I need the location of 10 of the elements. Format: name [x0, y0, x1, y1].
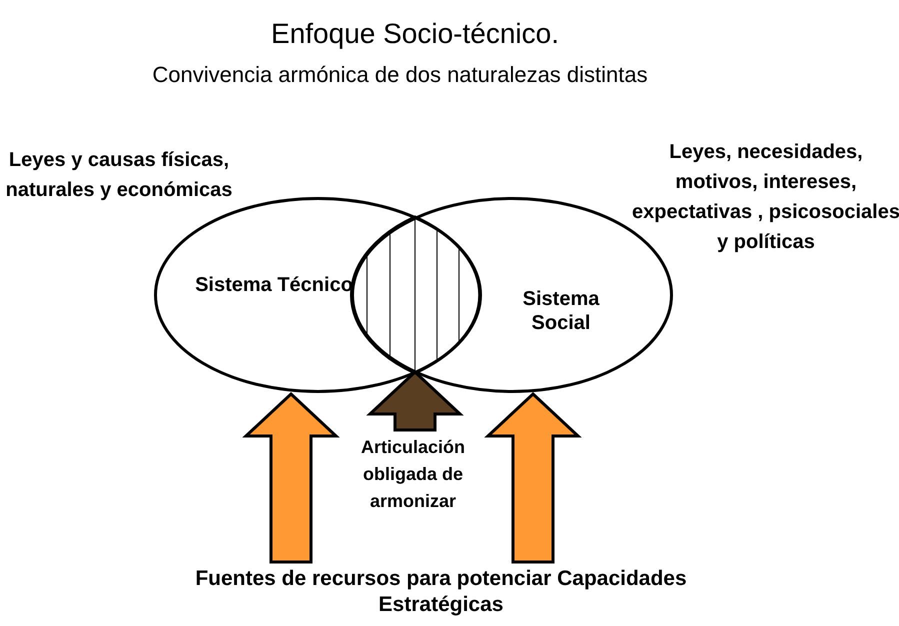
- subtitle: Convivencia armónica de dos naturalezas distintas: [151, 62, 649, 88]
- system-label: Sistema Técnico: [194, 273, 354, 297]
- block-arrow: [484, 392, 582, 564]
- description-text: Leyes, necesidades, motivos, intereses, expectativas , psicosociales y políticas: [631, 140, 899, 255]
- system-label: Sistema Social: [522, 287, 600, 335]
- arrow-caption: Articulación obligada de armonizar: [360, 436, 466, 513]
- resource-caption: Fuentes de recursos para potenciar Capacidades Estratégicas: [194, 566, 688, 618]
- block-arrow: [242, 392, 340, 564]
- title: Enfoque Socio-técnico.: [270, 18, 560, 50]
- description-text: Leyes y causas físicas, naturales y económicas: [4, 148, 234, 203]
